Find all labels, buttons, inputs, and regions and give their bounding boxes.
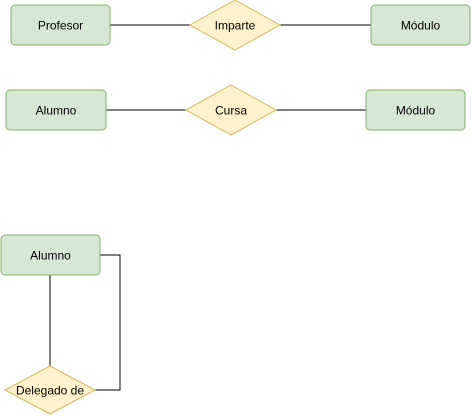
entity-alumno-2-label: Alumno — [30, 249, 71, 263]
entity-profesor-label: Profesor — [38, 19, 83, 33]
entity-modulo-2-label: Módulo — [396, 104, 436, 118]
edge-alumno-delegado-right — [95, 254, 121, 391]
relation-imparte-label: Imparte — [215, 19, 256, 33]
relation-cursa-label: Cursa — [215, 104, 247, 118]
entity-modulo-1-label: Módulo — [401, 19, 441, 33]
entity-modulo-1[interactable]: Módulo — [370, 4, 471, 46]
relation-delegado-de-label: Delegado de — [16, 384, 84, 398]
entity-alumno-2[interactable]: Alumno — [0, 234, 101, 276]
entity-modulo-2[interactable]: Módulo — [365, 89, 466, 131]
relation-imparte[interactable]: Imparte — [188, 0, 282, 51]
relation-delegado-de[interactable]: Delegado de — [3, 365, 97, 415]
entity-alumno-1[interactable]: Alumno — [5, 89, 107, 131]
entity-profesor[interactable]: Profesor — [10, 4, 111, 46]
entity-alumno-1-label: Alumno — [36, 104, 77, 118]
relation-cursa[interactable]: Cursa — [184, 84, 278, 136]
